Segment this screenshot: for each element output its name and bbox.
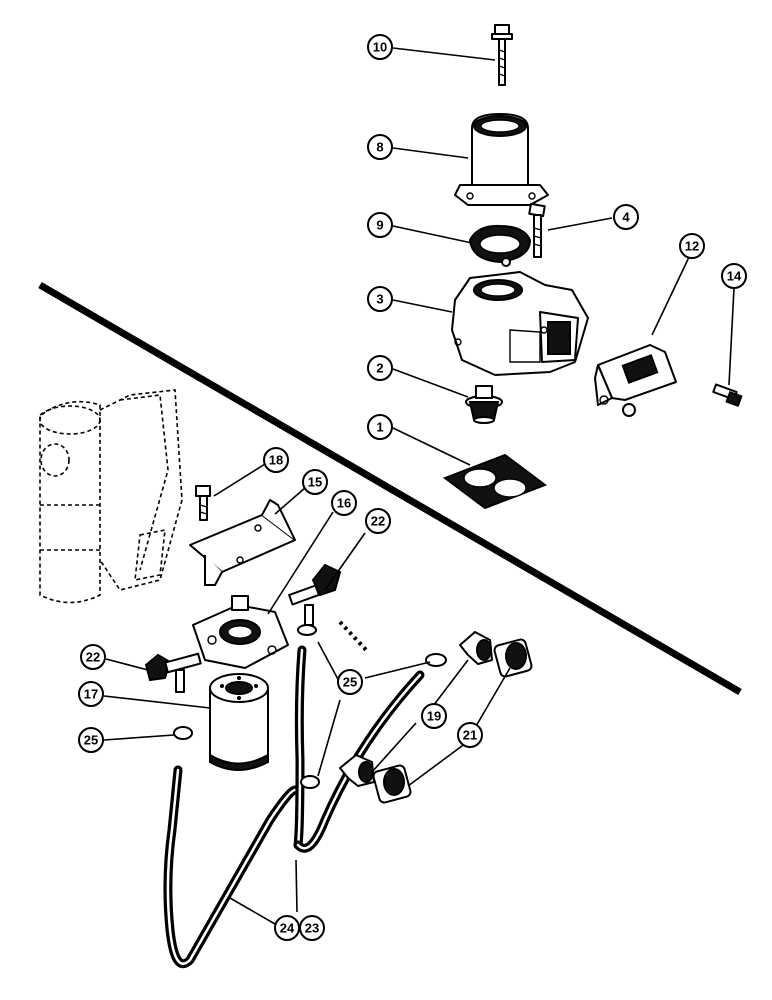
part-18-bolt	[195, 485, 211, 521]
callout-8: 8	[367, 134, 393, 160]
callout-16: 16	[331, 490, 357, 516]
callout-14: 14	[721, 263, 747, 289]
part-12-bracket	[594, 344, 677, 417]
part-1-gasket	[442, 453, 548, 510]
callout-19: 19	[421, 703, 447, 729]
callout-10: 10	[367, 34, 393, 60]
svg-text:18: 18	[269, 453, 283, 468]
callout-21: 21	[457, 722, 483, 748]
svg-text:10: 10	[373, 40, 387, 55]
part-17-fuel-filter	[209, 673, 269, 771]
fuel-hoses	[163, 645, 425, 969]
callout-23: 23	[299, 915, 325, 941]
callout-9: 9	[367, 212, 393, 238]
svg-text:25: 25	[343, 675, 357, 690]
part-2-thermostat	[465, 385, 503, 424]
callout-18: 18	[263, 447, 289, 473]
part-22-valve-left	[144, 652, 202, 693]
callout-3: 3	[367, 286, 393, 312]
svg-text:15: 15	[308, 475, 322, 490]
svg-text:1: 1	[376, 420, 383, 435]
part-8-outlet-tube	[454, 113, 549, 206]
part-22-valve-right	[288, 563, 342, 626]
svg-text:22: 22	[86, 650, 100, 665]
svg-text:8: 8	[376, 140, 383, 155]
svg-text:3: 3	[376, 292, 383, 307]
callout-22-left: 22	[80, 644, 106, 670]
callout-17: 17	[78, 681, 104, 707]
part-16-filter-head	[192, 595, 289, 669]
callout-24: 24	[274, 915, 300, 941]
section-divider-line	[38, 281, 742, 696]
svg-text:16: 16	[337, 496, 351, 511]
part-19-elbow-fittings	[339, 631, 493, 787]
callout-2: 2	[367, 355, 393, 381]
svg-text:21: 21	[463, 728, 477, 743]
leader-lines	[103, 47, 735, 925]
callout-1: 1	[367, 414, 393, 440]
callout-22-right: 22	[365, 508, 391, 534]
part-3-thermostat-housing	[451, 271, 589, 376]
svg-text:14: 14	[727, 269, 742, 284]
svg-text:23: 23	[305, 921, 319, 936]
svg-text:22: 22	[371, 514, 385, 529]
part-10-bolt	[491, 24, 513, 86]
part-15-mounting-plate	[189, 499, 296, 586]
callout-12: 12	[679, 233, 705, 259]
callout-25-left: 25	[78, 727, 104, 753]
part-14-bolt	[712, 383, 743, 408]
part-25-hose-clamps	[173, 620, 447, 789]
part-4-bolt	[528, 202, 546, 258]
svg-text:25: 25	[84, 733, 98, 748]
callout-15: 15	[302, 469, 328, 495]
svg-text:24: 24	[280, 921, 295, 936]
svg-text:12: 12	[685, 239, 699, 254]
svg-text:4: 4	[622, 210, 630, 225]
part-9-gasket	[468, 224, 532, 267]
svg-text:2: 2	[376, 361, 383, 376]
callout-4: 4	[613, 204, 639, 230]
svg-text:9: 9	[376, 218, 383, 233]
callout-25-center: 25	[337, 669, 363, 695]
svg-text:17: 17	[84, 687, 98, 702]
engine-block-outline	[39, 389, 183, 604]
part-21-adapters	[372, 638, 533, 804]
svg-text:19: 19	[427, 709, 441, 724]
